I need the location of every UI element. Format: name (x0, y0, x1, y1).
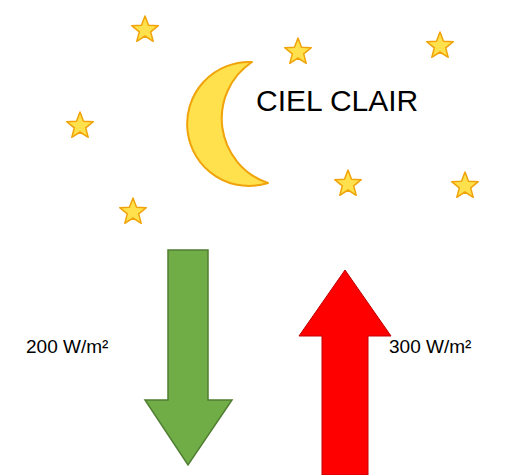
star (285, 38, 312, 63)
flux-value: 300 W/m² (389, 337, 471, 358)
sky-title: CIEL CLAIR (256, 84, 418, 117)
up-arrow (299, 270, 391, 475)
star (335, 170, 362, 195)
star (120, 198, 147, 223)
star (132, 16, 159, 41)
stars (67, 16, 479, 223)
star (427, 32, 454, 57)
down-arrow (145, 250, 232, 465)
flux-value: 200 W/m² (26, 337, 108, 358)
star (67, 112, 94, 137)
crescent-moon (187, 62, 268, 186)
star (452, 172, 479, 197)
